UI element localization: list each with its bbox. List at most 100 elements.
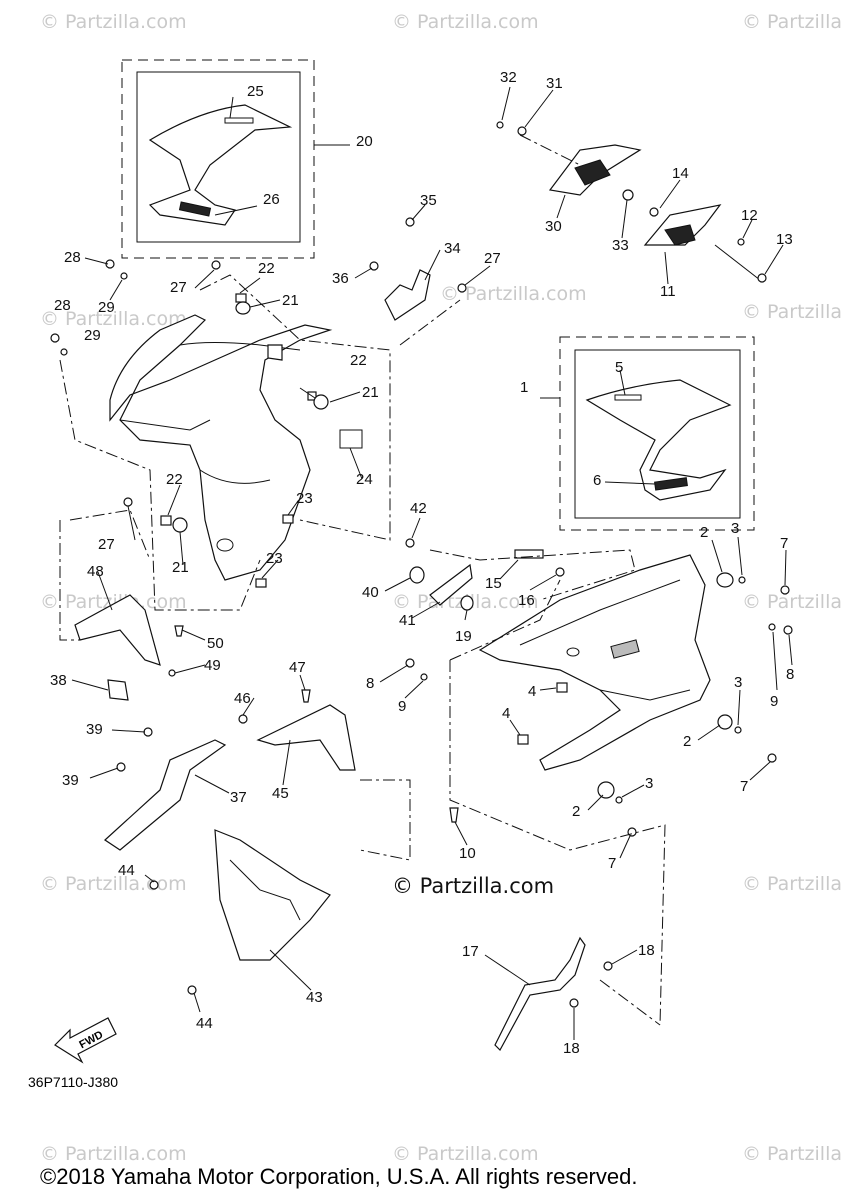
watermark: © Partzilla.com	[440, 283, 587, 305]
callout-27: 27	[98, 536, 115, 553]
callout-8: 8	[366, 675, 374, 692]
brackets-37-17	[104, 679, 586, 1051]
callout-44: 44	[118, 862, 135, 879]
callout-11: 11	[660, 283, 676, 300]
callout-42: 42	[410, 500, 427, 517]
side-cowling	[478, 554, 711, 771]
callout-8: 8	[786, 666, 794, 683]
callout-48: 48	[87, 563, 104, 580]
inner-panels	[74, 594, 356, 961]
leader-lines	[71, 86, 793, 1040]
callout-40: 40	[362, 584, 379, 601]
copyright-notice: ©2018 Yamaha Motor Corporation, U.S.A. A…	[40, 1164, 638, 1189]
callout-33: 33	[612, 237, 629, 254]
callout-38: 38	[50, 672, 67, 689]
callout-23: 23	[296, 490, 313, 507]
callout-29: 29	[84, 327, 101, 344]
callout-36: 36	[332, 270, 349, 287]
callout-39: 39	[62, 772, 79, 789]
callout-23: 23	[266, 550, 283, 567]
assembly-lines	[59, 274, 666, 1026]
callout-31: 31	[546, 75, 563, 92]
callout-1: 1	[520, 379, 528, 396]
callout-21: 21	[172, 559, 189, 576]
callout-7: 7	[740, 778, 748, 795]
watermark: © Partzilla.com	[392, 11, 539, 33]
callout-6: 6	[593, 472, 601, 489]
callout-18: 18	[563, 1040, 580, 1057]
callout-34: 34	[444, 240, 461, 257]
center-watermark: © Partzilla.com	[392, 874, 554, 898]
callout-3: 3	[645, 775, 653, 792]
callout-10: 10	[459, 845, 476, 862]
callout-43: 43	[306, 989, 323, 1006]
fwd-arrow: FWD	[54, 1017, 117, 1064]
callout-24: 24	[356, 471, 373, 488]
watermark: © Partzilla.com	[742, 591, 843, 613]
watermark: © Partzilla.com	[40, 308, 187, 330]
callout-22: 22	[166, 471, 183, 488]
callout-19: 19	[455, 628, 472, 645]
callout-25: 25	[247, 83, 264, 100]
watermark: © Partzilla.com	[40, 873, 187, 895]
callout-14: 14	[672, 165, 689, 182]
callout-20: 20	[356, 133, 373, 150]
callout-21: 21	[362, 384, 379, 401]
callout-39: 39	[86, 721, 103, 738]
callout-3: 3	[731, 520, 739, 537]
callout-47: 47	[289, 659, 306, 676]
callout-16: 16	[518, 592, 535, 609]
callout-30: 30	[545, 218, 562, 235]
callout-5: 5	[615, 359, 623, 376]
callout-49: 49	[204, 657, 221, 674]
callout-22: 22	[350, 352, 367, 369]
callout-45: 45	[272, 785, 289, 802]
callout-2: 2	[700, 524, 708, 541]
fasteners	[50, 121, 793, 1008]
callout-numbers: 25 26 20 28 29 28 29 27 22 21 35 34 36 2…	[50, 69, 794, 1057]
callout-7: 7	[608, 855, 616, 872]
callout-27: 27	[170, 279, 187, 296]
callout-9: 9	[770, 693, 778, 710]
upper-cowling	[109, 314, 363, 581]
block-24	[339, 429, 363, 449]
callout-17: 17	[462, 943, 479, 960]
callout-15: 15	[485, 575, 502, 592]
callout-7: 7	[780, 535, 788, 552]
callout-4: 4	[528, 683, 536, 700]
callout-27: 27	[484, 250, 501, 267]
callout-3: 3	[734, 674, 742, 691]
callout-13: 13	[776, 231, 793, 248]
brackets-top-right	[519, 134, 761, 281]
callout-2: 2	[683, 733, 691, 750]
watermark: © Partzilla.com	[742, 1143, 843, 1165]
callout-12: 12	[741, 207, 758, 224]
watermark: © Partzilla.com	[40, 1143, 187, 1165]
watermark: © Partzilla.com	[40, 11, 187, 33]
callout-28: 28	[54, 297, 71, 314]
watermark: © Partzilla.com	[742, 11, 843, 33]
callout-32: 32	[500, 69, 517, 86]
callout-28: 28	[64, 249, 81, 266]
callout-44: 44	[196, 1015, 213, 1032]
decal-set-1-group	[540, 336, 755, 531]
watermark: © Partzilla.com	[392, 1143, 539, 1165]
callout-29: 29	[98, 299, 115, 316]
watermarks: © Partzilla.com © Partzilla.com © Partzi…	[40, 11, 843, 1165]
decal-set-20-group	[121, 59, 350, 259]
callout-9: 9	[398, 698, 406, 715]
callout-37: 37	[230, 789, 247, 806]
watermark: © Partzilla.com	[40, 591, 187, 613]
drawing-code: 36P7110-J380	[28, 1074, 119, 1090]
callout-21: 21	[282, 292, 299, 309]
callout-50: 50	[207, 635, 224, 652]
callout-18: 18	[638, 942, 655, 959]
callout-41: 41	[399, 612, 416, 629]
watermark: © Partzilla.com	[742, 873, 843, 895]
callout-4: 4	[502, 705, 510, 722]
callout-46: 46	[234, 690, 251, 707]
callout-26: 26	[263, 191, 280, 208]
callout-35: 35	[420, 192, 437, 209]
